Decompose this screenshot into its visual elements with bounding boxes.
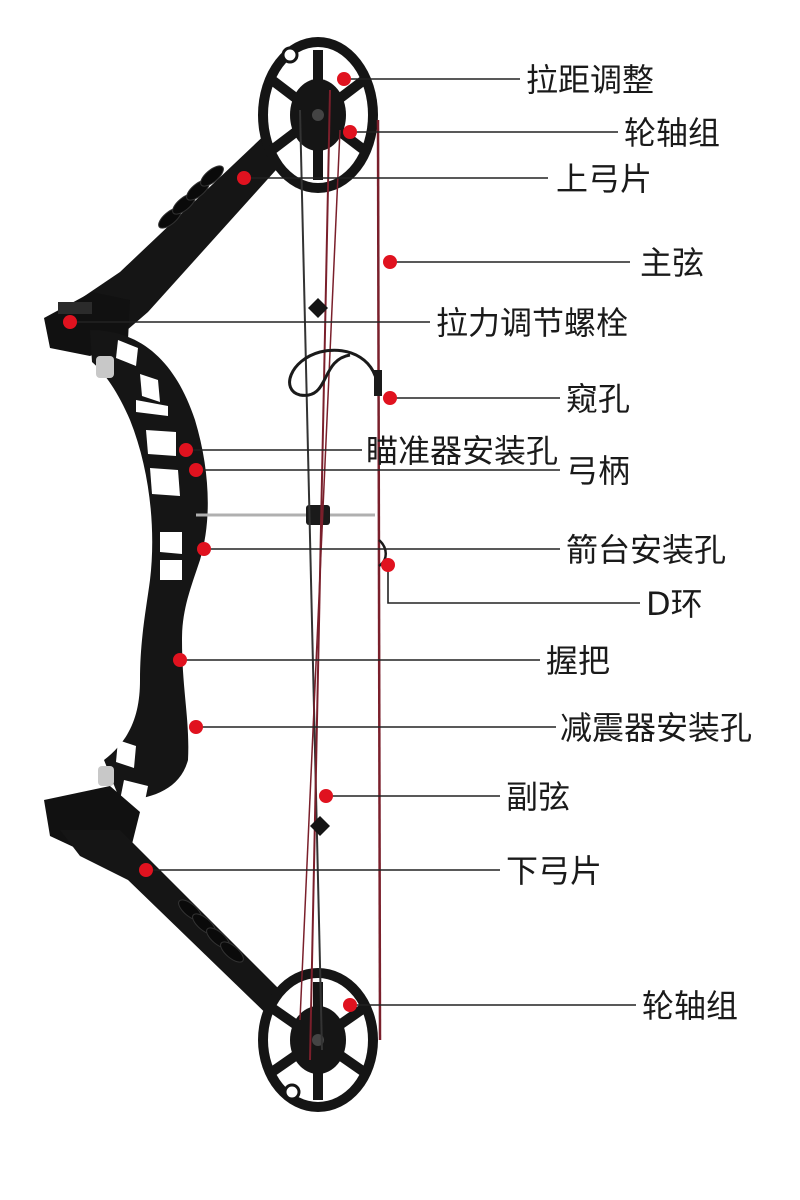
marker-cam-axle-top xyxy=(343,125,357,139)
leader-lines xyxy=(70,78,640,1006)
label-main-string: 主弦 xyxy=(640,244,704,282)
part-labels: 拉距调整 轮轴组 上弓片 主弦 拉力调节螺栓 窥孔 瞄准器安装孔 弓柄 箭台安装… xyxy=(366,61,752,1025)
marker-lower-limb xyxy=(139,863,153,877)
marker-grip xyxy=(173,653,187,667)
label-draw-weight-bolt: 拉力调节螺栓 xyxy=(436,304,628,342)
label-lower-limb: 下弓片 xyxy=(506,852,602,890)
label-riser: 弓柄 xyxy=(566,452,630,490)
riser-shape xyxy=(90,330,208,806)
marker-draw-weight-bolt xyxy=(63,315,77,329)
label-stabilizer-mount: 减震器安装孔 xyxy=(560,709,752,747)
marker-upper-limb xyxy=(237,171,251,185)
arrow-rest-shape xyxy=(196,505,375,525)
top-cam-shape xyxy=(258,37,378,193)
label-d-loop: D环 xyxy=(646,585,703,623)
marker-main-string xyxy=(383,255,397,269)
label-upper-limb: 上弓片 xyxy=(556,160,652,198)
marker-cable xyxy=(319,789,333,803)
upper-limb-shape xyxy=(52,92,330,350)
label-cam-axle-bottom: 轮轴组 xyxy=(642,987,738,1025)
marker-peep-hole xyxy=(383,391,397,405)
label-arrow-rest-mount: 箭台安装孔 xyxy=(566,531,726,569)
bottom-cam-shape xyxy=(258,968,378,1112)
bow-illustration xyxy=(44,37,387,1112)
marker-sight-mount xyxy=(179,443,193,457)
marker-riser xyxy=(189,463,203,477)
label-peep-hole: 窥孔 xyxy=(566,380,630,418)
markers xyxy=(63,72,397,1012)
label-grip: 握把 xyxy=(546,642,610,680)
leader-line-d-loop xyxy=(387,565,640,604)
bowstring-and-cables xyxy=(288,89,387,1061)
marker-draw-length-adjust xyxy=(337,72,351,86)
lower-limb-shape xyxy=(60,830,330,1058)
label-cam-axle-top: 轮轴组 xyxy=(624,114,720,152)
marker-stabilizer-mount xyxy=(189,720,203,734)
label-draw-length-adjust: 拉距调整 xyxy=(526,61,654,99)
label-sight-mount: 瞄准器安装孔 xyxy=(366,432,558,470)
marker-cam-axle-bottom xyxy=(343,998,357,1012)
label-cable: 副弦 xyxy=(506,778,570,816)
marker-d-loop xyxy=(381,558,395,572)
marker-arrow-rest-mount xyxy=(197,542,211,556)
